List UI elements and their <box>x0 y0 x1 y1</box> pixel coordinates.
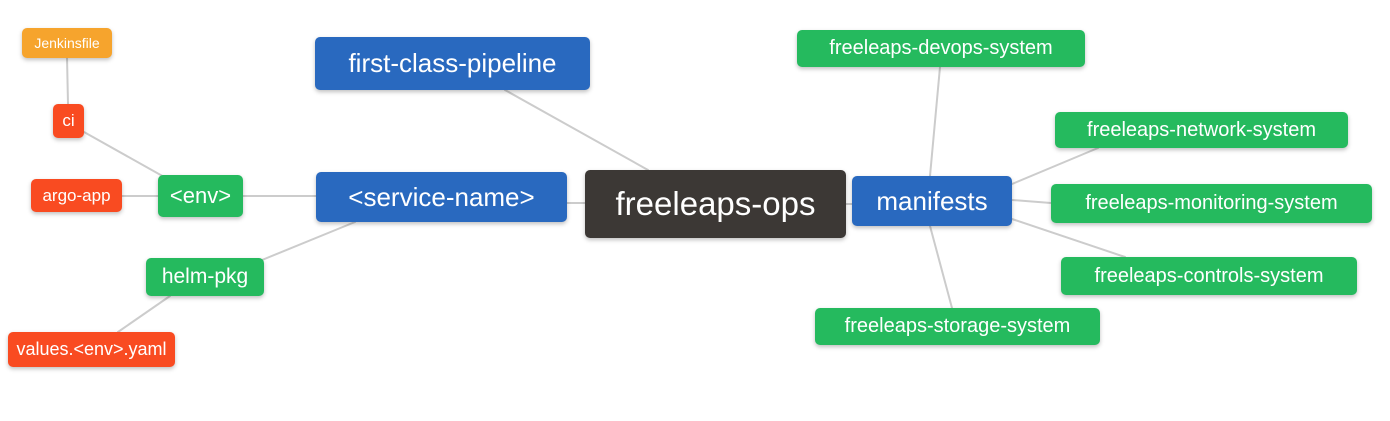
node-freeleaps-controls-system[interactable]: freeleaps-controls-system <box>1061 257 1357 295</box>
node-jenkinsfile[interactable]: Jenkinsfile <box>22 28 112 58</box>
edge-fcp-root <box>504 89 649 171</box>
node-argo-app[interactable]: argo-app <box>31 179 122 212</box>
edge-manifests-network <box>1011 147 1099 185</box>
edge-manifests-storage <box>929 225 953 309</box>
node-ci[interactable]: ci <box>53 104 84 138</box>
node-manifests[interactable]: manifests <box>852 176 1012 226</box>
node-freeleaps-storage-system[interactable]: freeleaps-storage-system <box>815 308 1100 345</box>
edge-service-name-helm-pkg <box>261 221 356 261</box>
edge-manifests-monitoring <box>1011 199 1052 204</box>
node-freeleaps-ops-root[interactable]: freeleaps-ops <box>585 170 846 238</box>
node-freeleaps-network-system[interactable]: freeleaps-network-system <box>1055 112 1348 148</box>
node-env[interactable]: <env> <box>158 175 243 217</box>
edge-manifests-devops <box>929 66 941 177</box>
edge-jenkinsfile-ci <box>66 56 69 105</box>
node-first-class-pipeline[interactable]: first-class-pipeline <box>315 37 590 90</box>
node-values-env-yaml[interactable]: values.<env>.yaml <box>8 332 175 367</box>
node-helm-pkg[interactable]: helm-pkg <box>146 258 264 296</box>
edge-manifests-controls <box>1011 218 1126 258</box>
edge-ci-env <box>83 131 167 179</box>
node-freeleaps-devops-system[interactable]: freeleaps-devops-system <box>797 30 1085 67</box>
edge-helm-pkg-values <box>117 295 171 333</box>
node-service-name[interactable]: <service-name> <box>316 172 567 222</box>
node-freeleaps-monitoring-system[interactable]: freeleaps-monitoring-system <box>1051 184 1372 223</box>
